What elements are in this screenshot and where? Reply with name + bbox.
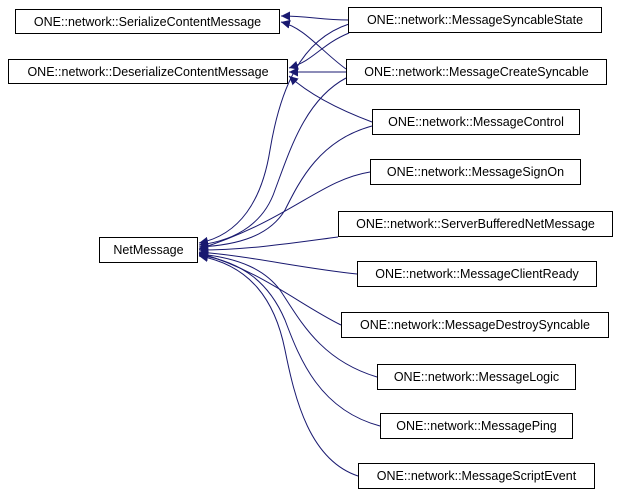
edge-sign-on-to-netmessage xyxy=(198,171,371,251)
node-message-ping[interactable]: ONE::network::MessagePing xyxy=(380,413,573,439)
edge-server-buffered-to-netmessage xyxy=(198,236,339,255)
node-server-buffered-net-message[interactable]: ONE::network::ServerBufferedNetMessage xyxy=(338,211,613,237)
node-message-control[interactable]: ONE::network::MessageControl xyxy=(372,109,580,135)
node-deserialize-content-message[interactable]: ONE::network::DeserializeContentMessage xyxy=(8,59,288,84)
node-message-create-syncable[interactable]: ONE::network::MessageCreateSyncable xyxy=(346,59,607,85)
node-message-logic[interactable]: ONE::network::MessageLogic xyxy=(377,364,576,390)
node-message-syncable-state[interactable]: ONE::network::MessageSyncableState xyxy=(348,7,602,33)
node-message-script-event[interactable]: ONE::network::MessageScriptEvent xyxy=(358,463,595,489)
node-label: ONE::network::MessageSyncableState xyxy=(366,13,584,27)
edge-syncable-state-to-deserialize xyxy=(288,32,350,70)
edge-create-syncable-to-serialize xyxy=(280,19,347,70)
edge-ping-to-netmessage xyxy=(198,251,381,427)
edge-script-event-to-netmessage xyxy=(198,253,359,477)
node-message-client-ready[interactable]: ONE::network::MessageClientReady xyxy=(357,261,597,287)
node-message-sign-on[interactable]: ONE::network::MessageSignOn xyxy=(370,159,581,185)
edge-client-ready-to-netmessage xyxy=(198,248,358,275)
edge-control-to-deserialize xyxy=(288,75,373,123)
edge-syncable-state-to-serialize xyxy=(280,11,350,21)
edge-control-to-netmessage xyxy=(198,125,373,252)
node-label: ONE::network::MessageClientReady xyxy=(375,267,579,281)
node-label: NetMessage xyxy=(113,243,184,257)
node-netmessage[interactable]: NetMessage xyxy=(99,237,198,263)
edge-logic-to-netmessage xyxy=(198,250,378,378)
node-label: ONE::network::MessageScriptEvent xyxy=(376,469,577,483)
node-message-destroy-syncable[interactable]: ONE::network::MessageDestroySyncable xyxy=(341,312,609,338)
node-serialize-content-message[interactable]: ONE::network::SerializeContentMessage xyxy=(15,9,280,34)
node-label: ONE::network::ServerBufferedNetMessage xyxy=(356,217,595,231)
edge-create-syncable-to-netmessage xyxy=(198,77,347,249)
node-label: ONE::network::MessageLogic xyxy=(393,370,560,384)
node-label: ONE::network::SerializeContentMessage xyxy=(33,14,262,29)
node-label: ONE::network::MessageSignOn xyxy=(386,165,565,179)
node-label: ONE::network::MessageDestroySyncable xyxy=(360,318,590,332)
node-label: ONE::network::DeserializeContentMessage xyxy=(27,64,269,79)
node-label: ONE::network::MessageCreateSyncable xyxy=(364,65,589,79)
edge-destroy-syncable-to-netmessage xyxy=(198,251,342,326)
node-label: ONE::network::MessagePing xyxy=(396,419,557,433)
edge-syncable-state-to-netmessage xyxy=(198,23,350,246)
node-label: ONE::network::MessageControl xyxy=(388,115,564,129)
